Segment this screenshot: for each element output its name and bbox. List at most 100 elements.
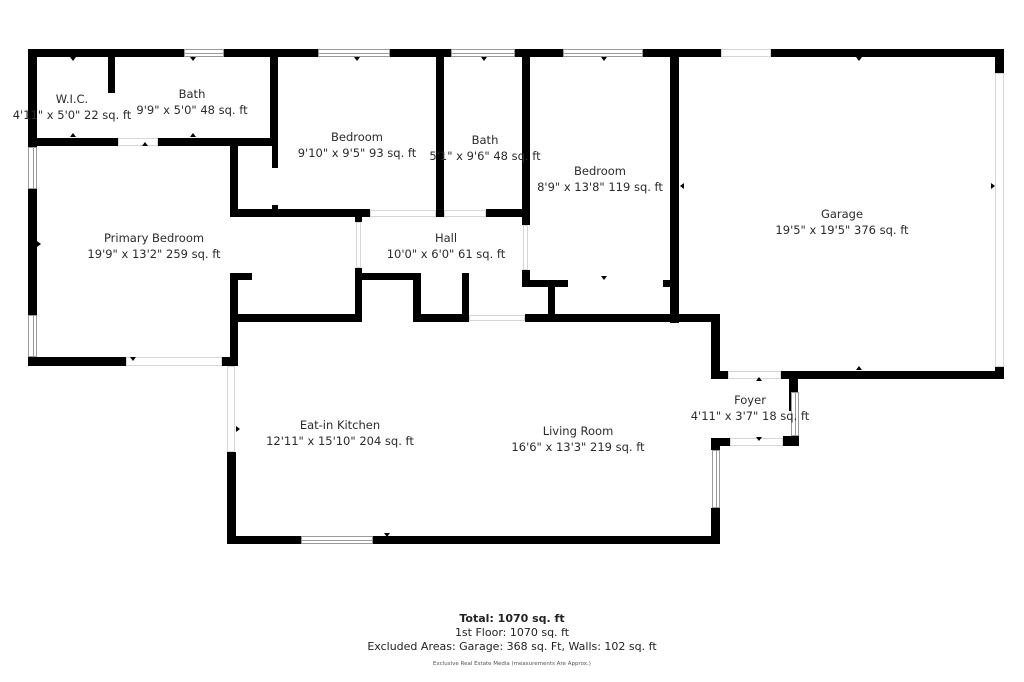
wall [711,314,720,379]
bedroom2-door [523,225,528,270]
room-dims: 19'9" x 13'2" 259 sq. ft [87,247,221,261]
wall [230,273,252,280]
wall [486,209,530,217]
room-primary-bedroom: Primary Bedroom 19'9" x 13'2" 259 sq. ft [87,230,220,262]
wall [522,280,568,287]
wall [270,49,278,145]
room-bath: Bath 5'1" x 9'6" 48 sq. ft [429,132,540,164]
room-name: Eat-in Kitchen [299,418,381,432]
wall [28,189,37,315]
room-foyer: Foyer 4'11" x 3'7" 18 sq. ft [691,392,810,424]
room-name: Primary Bedroom [103,231,205,245]
room-name: Bedroom [330,130,384,144]
hall-living-opening [469,315,525,321]
wall [272,205,278,215]
credit-line: Exclusive Real Estate Media (measurement… [433,661,591,667]
room-bath: Bath 9'9" x 5'0" 48 sq. ft [136,86,247,118]
window [712,450,720,508]
room-eat-in-kitchen: Eat-in Kitchen 12'11" x 15'10" 204 sq. f… [266,417,414,449]
room-name: Bath [178,87,206,101]
wall [436,49,444,217]
room-bedroom: Bedroom 9'10" x 9'5" 93 sq. ft [298,129,417,161]
window [451,49,515,57]
wall [548,280,555,322]
wall [995,49,1004,73]
excluded-areas: Excluded Areas: Garage: 368 sq. Ft, Wall… [367,640,657,653]
room-wic: W.I.C. 4'11" x 5'0" 22 sq. ft [13,91,132,123]
wall [789,371,798,411]
room-dims: 12'11" x 15'10" 204 sq. ft [266,434,414,448]
window [28,315,37,357]
wall [515,49,563,57]
window [28,147,37,189]
wall [711,508,720,544]
room-name: W.I.C. [55,92,89,106]
room-dims: 9'10" x 9'5" 93 sq. ft [297,146,417,160]
kitchen-left-opening [227,366,235,452]
wall [28,357,126,366]
bath-door [444,210,486,217]
room-dims: 4'11" x 3'7" 18 sq. ft [690,409,810,423]
window [563,49,643,57]
room-garage: Garage 19'5" x 19'5" 376 sq. ft [775,206,908,238]
room-hall: Hall 10'0" x 6'0" 61 sq. ft [387,230,506,262]
wall [108,49,115,93]
wall [413,314,469,322]
wall [663,280,673,287]
room-name: Foyer [734,393,766,407]
wall [28,49,37,147]
bedroom-door [370,210,436,217]
room-name: Living Room [542,424,614,438]
total-area: Total: 1070 sq. ft [459,612,565,625]
foyer-garage-door [728,371,781,379]
primary-hall-door [356,222,361,268]
wall [522,270,530,284]
window [184,49,224,57]
wall [355,212,362,222]
room-dims: 8'9" x 13'8" 119 sq. ft [537,180,663,194]
wall [462,273,469,322]
wall [28,138,118,146]
wall [230,140,238,216]
room-dims: 4'11" x 5'0" 22 sq. ft [12,108,132,122]
wall [670,49,679,323]
window [318,49,390,57]
room-dims: 10'0" x 6'0" 61 sq. ft [386,247,506,261]
wall [643,49,721,57]
room-living-room: Living Room 16'6" x 13'3" 219 sq. ft [511,423,644,455]
room-dims: 16'6" x 13'3" 219 sq. ft [511,440,645,454]
wall [771,49,1004,57]
wall [711,438,730,446]
wall [783,436,799,446]
room-name: Garage [820,207,864,221]
room-dims: 9'9" x 5'0" 48 sq. ft [136,103,248,117]
room-name: Bedroom [573,164,627,178]
wall [230,314,362,322]
room-bedroom: Bedroom 8'9" x 13'8" 119 sq. ft [537,163,663,195]
wall [222,357,234,366]
wall [227,536,301,544]
garage-top-opening [721,49,771,57]
wall [227,452,236,544]
garage-door [995,73,1004,367]
front-door-window [791,392,799,436]
wall [373,536,720,544]
room-dims: 19'5" x 19'5" 376 sq. ft [775,223,909,237]
wall [522,49,530,225]
floor-area: 1st Floor: 1070 sq. ft [454,626,570,639]
wall [355,268,362,320]
wall [413,273,421,321]
room-dims: 5'1" x 9'6" 48 sq. ft [429,149,541,163]
wall [158,138,276,146]
area-summary: Total: 1070 sq. ft 1st Floor: 1070 sq. f… [0,612,1024,670]
window [301,536,373,544]
wall [230,209,370,217]
room-name: Bath [471,133,499,147]
wall [28,49,184,57]
wall [357,273,421,280]
wall [781,371,1004,379]
bath-door [118,138,158,146]
room-name: Hall [434,231,458,245]
window-bottom [126,357,222,366]
